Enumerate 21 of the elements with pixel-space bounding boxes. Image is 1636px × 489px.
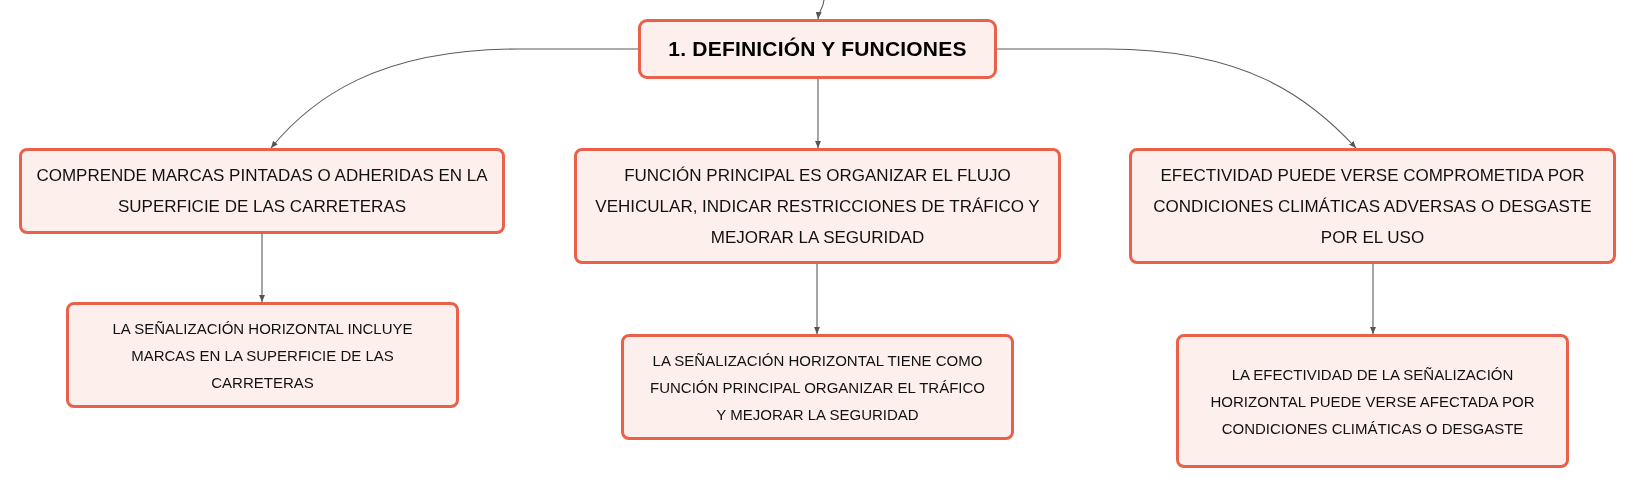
node-text: LA SEÑALIZACIÓN HORIZONTAL TIENE COMO FUNCIÓN PRINCIPAL ORGANIZAR EL TRÁFICO Y MEJORAR LA SEGURIDAD xyxy=(648,350,986,425)
node-text: FUNCIÓN PRINCIPAL ES ORGANIZAR EL FLUJO VEHICULAR, INDICAR RESTRICCIONES DE TRÁFICO Y MEJORAR LA SEGURIDAD xyxy=(594,164,1041,249)
subtopic-box xyxy=(19,148,505,234)
connector-arrow xyxy=(1370,263,1376,335)
connector-arrow xyxy=(270,48,639,149)
node-text: EFECTIVIDAD PUEDE VERSE COMPROMETIDA POR CONDICIONES CLIMÁTICAS ADVERSAS O DESGASTE POR EL USO xyxy=(1152,164,1593,249)
topic-title: 1. DEFINICIÓN Y FUNCIONES xyxy=(668,36,967,62)
node-text: LA EFECTIVIDAD DE LA SEÑALIZACIÓN HORIZONTAL PUEDE VERSE AFECTADA POR CONDICIONES CLIMÁTICAS O DESGASTE xyxy=(1209,364,1536,439)
detail-box xyxy=(1176,334,1569,468)
node-text: LA SEÑALIZACIÓN HORIZONTAL INCLUYE MARCAS EN LA SUPERFICIE DE LAS CARRETERAS xyxy=(111,318,414,393)
connector-arrow xyxy=(259,233,265,303)
connector-arrow xyxy=(815,78,821,149)
topic-box xyxy=(638,19,997,79)
subtopic-box xyxy=(1129,148,1616,264)
connector-arrow xyxy=(816,0,825,20)
subtopic-box xyxy=(574,148,1061,264)
connector-arrow xyxy=(814,263,820,335)
connector-arrow xyxy=(996,48,1357,149)
detail-box xyxy=(66,302,459,408)
node-text: COMPRENDE MARCAS PINTADAS O ADHERIDAS EN LA SUPERFICIE DE LAS CARRETERAS xyxy=(35,165,489,218)
detail-box xyxy=(621,334,1014,440)
